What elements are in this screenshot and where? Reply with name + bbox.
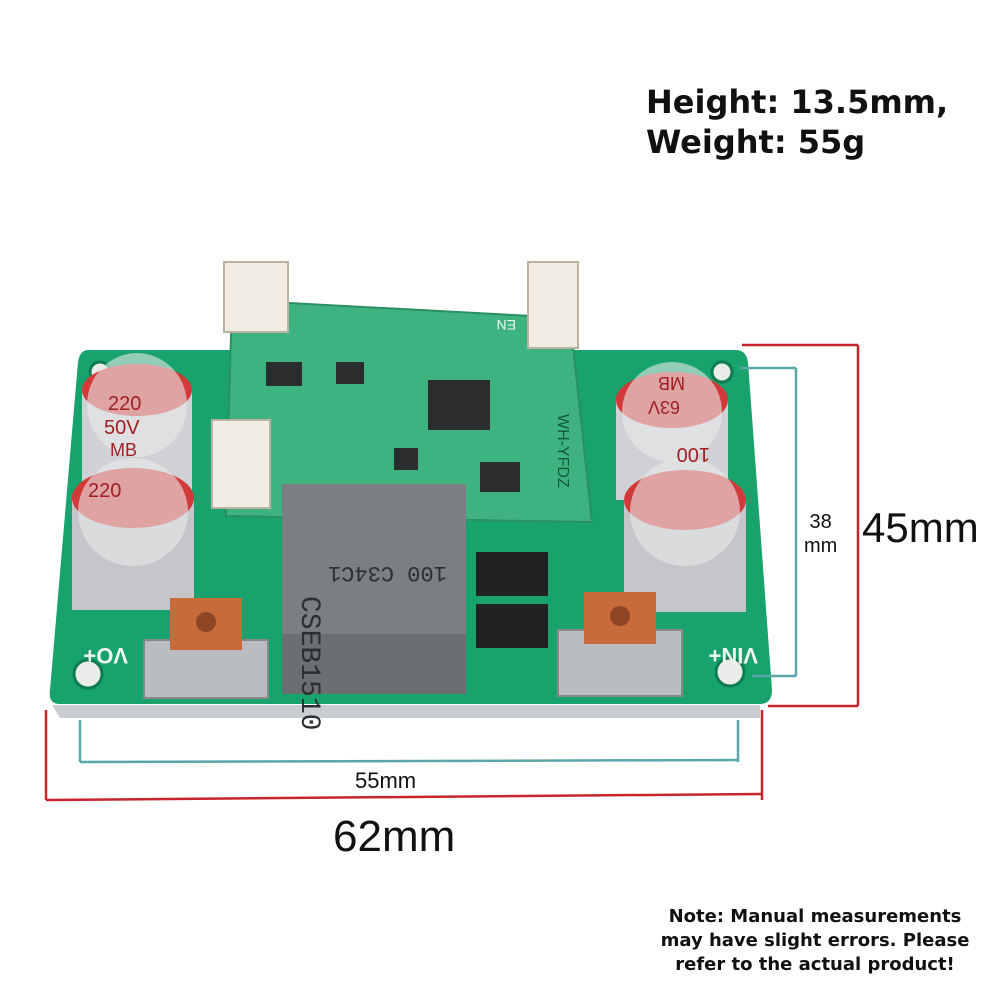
inner-height-label: 38 mm: [804, 510, 837, 558]
vo-label: VO+: [83, 643, 128, 668]
connector-en: [527, 261, 579, 349]
note-line-2: may have slight errors. Please: [660, 930, 970, 951]
cap-right-text-1: 100: [677, 443, 710, 465]
inductor-marking-2: 100 C34C1: [328, 560, 447, 585]
cap-right-text-3: MB: [658, 373, 685, 393]
power-inductor-top: [282, 484, 466, 634]
ic-small: [266, 362, 302, 386]
capacitor-left-bottom: [72, 458, 194, 610]
cap-left-text-1: 220: [108, 393, 141, 415]
weight-spec: Weight: 55g: [646, 123, 866, 161]
dimension-height-outer: [742, 343, 860, 708]
terminal-input: [557, 592, 683, 697]
connector-left: [211, 419, 271, 509]
dimension-width-inner: [78, 720, 740, 764]
en-label: EN: [497, 317, 516, 333]
cap-left-b-text-1: 220: [88, 480, 122, 502]
inner-width-label: 55mm: [355, 768, 417, 793]
dimension-width-outer: [44, 710, 764, 802]
mounting-hole: [710, 360, 734, 384]
dimension-height-inner: [740, 366, 798, 678]
inner-height-value: 38: [809, 511, 832, 533]
power-mosfet: [476, 552, 548, 596]
controller-ic: [428, 380, 490, 430]
terminal-output: [143, 598, 269, 699]
height-spec: Height: 13.5mm,: [646, 83, 949, 121]
ic-small: [480, 462, 520, 492]
connector-top-left: [223, 261, 289, 333]
mosfet-small: [336, 362, 364, 384]
outer-width-label: 62mm: [333, 812, 456, 861]
note-line-1: Note: Manual measurements: [668, 906, 962, 927]
mounting-hole: [72, 658, 104, 690]
subboard-label: WH-YFDZ: [554, 414, 571, 488]
vin-label: VIN+: [708, 643, 758, 668]
mosfet-small: [394, 448, 418, 470]
inner-height-unit: mm: [804, 535, 838, 557]
note-line-3: refer to the actual product!: [675, 954, 955, 975]
spec-block: Height: 13.5mm, Weight: 55g: [646, 82, 948, 162]
cap-left-text-3: MB: [110, 440, 137, 460]
measurement-note: Note: Manual measurements may have sligh…: [640, 905, 990, 977]
cap-left-text-2: 50V: [104, 417, 140, 439]
aluminum-plate: [52, 705, 760, 718]
power-mosfet: [476, 604, 548, 648]
cap-right-text-2: 63V: [648, 397, 681, 417]
mounting-hole: [714, 656, 746, 688]
capacitor-right-bottom: [624, 458, 746, 612]
outer-height-label: 45mm: [862, 504, 979, 551]
inductor-marking-1: CSEB1510: [293, 596, 324, 730]
